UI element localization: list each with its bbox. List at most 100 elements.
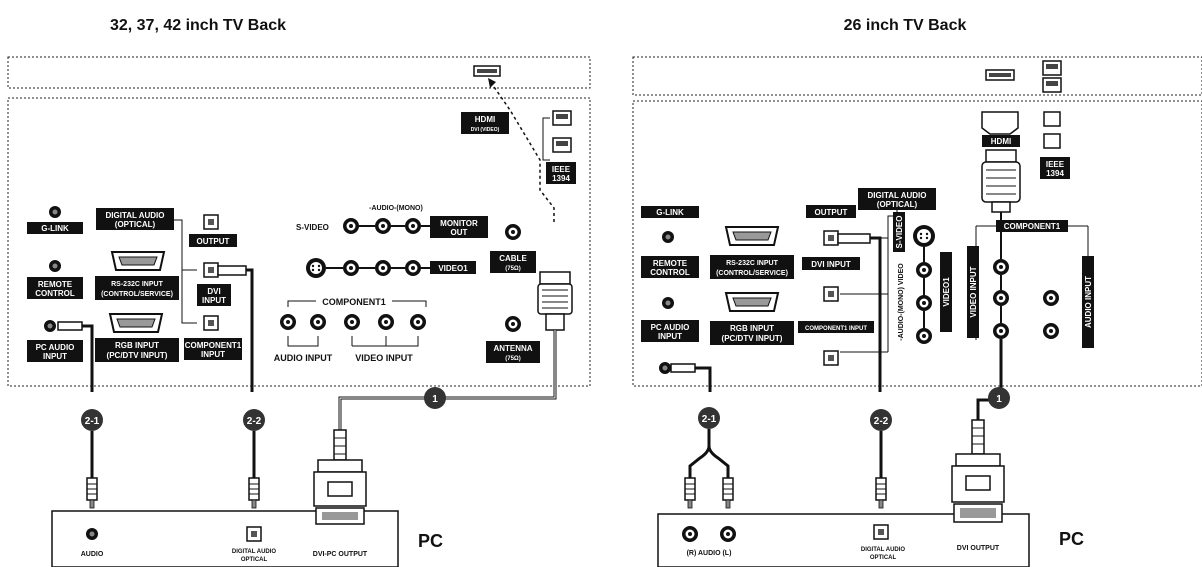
right-top-hdmi-port bbox=[985, 69, 1015, 81]
right-top-ieee-port-1 bbox=[1042, 60, 1062, 76]
right-video1-audio-l-jack bbox=[916, 295, 932, 311]
left-component-y-jack bbox=[410, 314, 426, 330]
left-optical-dvi-port bbox=[203, 262, 219, 278]
right-pc-audio-label: PC AUDIO bbox=[651, 323, 690, 332]
svg-text:(PC/DTV INPUT): (PC/DTV INPUT) bbox=[722, 334, 783, 343]
left-rgb-port bbox=[109, 313, 163, 333]
right-optical-component-port bbox=[823, 350, 839, 366]
left-component-pb-jack bbox=[378, 314, 394, 330]
right-optical-dvi-port bbox=[823, 286, 839, 302]
left-video1-audio-l-jack bbox=[375, 260, 391, 276]
left-pc-dvi-label: DVI-PC OUTPUT bbox=[313, 551, 368, 558]
left-hdmi-label: HDMI bbox=[475, 115, 495, 124]
left-dvi-input-label: DVI bbox=[207, 287, 220, 296]
right-component-audio-r-jack bbox=[1043, 323, 1059, 339]
right-rgb-port bbox=[725, 292, 779, 312]
svg-text:(CONTROL/SERVICE): (CONTROL/SERVICE) bbox=[101, 291, 173, 298]
right-audio-r-plug bbox=[684, 477, 696, 509]
left-optical-pc-plug bbox=[248, 477, 260, 509]
svg-text:INPUT: INPUT bbox=[202, 296, 226, 305]
right-title: 26 inch TV Back bbox=[844, 17, 967, 34]
right-audio-l-plug bbox=[722, 477, 734, 509]
right-pc-label: PC bbox=[1059, 529, 1084, 549]
svg-text:1394: 1394 bbox=[1046, 169, 1064, 178]
left-top-hdmi-port bbox=[473, 65, 501, 77]
left-optical-plug bbox=[217, 265, 247, 276]
left-title: 32, 37, 42 inch TV Back bbox=[110, 17, 286, 34]
left-svideo-label: S-VIDEO bbox=[296, 223, 329, 232]
right-optical-output-port bbox=[823, 230, 839, 246]
left-ieee1394-port-2 bbox=[552, 137, 572, 153]
left-audio-mono-header: -AUDIO-(MONO) bbox=[369, 205, 423, 212]
left-output-label: OUTPUT bbox=[197, 237, 230, 246]
left-component1-input-label: COMPONENT1 bbox=[185, 341, 242, 350]
right-hdmi-plug bbox=[981, 149, 1021, 213]
svg-text:(CONTROL/SERVICE): (CONTROL/SERVICE) bbox=[716, 270, 788, 277]
left-component-audio-l-jack bbox=[310, 314, 326, 330]
svg-text:OPTICAL: OPTICAL bbox=[870, 555, 897, 561]
svg-text:OUT: OUT bbox=[451, 228, 468, 237]
left-glink-label: G-LINK bbox=[41, 224, 69, 233]
right-component-audio-l-jack bbox=[1043, 290, 1059, 306]
right-optical-plug bbox=[837, 233, 871, 244]
left-component-audio-r-jack bbox=[280, 314, 296, 330]
svg-text:CONTROL: CONTROL bbox=[650, 268, 690, 277]
right-top-strip bbox=[632, 56, 1202, 96]
left-rs232-port bbox=[111, 251, 165, 271]
right-component-y-jack bbox=[993, 259, 1009, 275]
right-pc-optical-port bbox=[873, 524, 889, 540]
left-monitor-audio-l-jack bbox=[375, 218, 391, 234]
right-video1-audio-r-jack bbox=[916, 328, 932, 344]
right-hdmi-label: HDMI bbox=[991, 137, 1011, 146]
left-optical-component-port bbox=[203, 315, 219, 331]
right-pc-box bbox=[657, 513, 1030, 567]
left-component1-label: COMPONENT1 bbox=[322, 297, 386, 307]
right-svideo-port bbox=[913, 225, 935, 247]
left-top-strip bbox=[7, 56, 591, 89]
right-output-label: OUTPUT bbox=[815, 208, 848, 217]
svg-text:1394: 1394 bbox=[552, 174, 570, 183]
right-component-pr-jack bbox=[993, 323, 1009, 339]
right-pc-dvi-label: DVI OUTPUT bbox=[957, 545, 1000, 552]
left-video1-audio-r-jack bbox=[343, 260, 359, 276]
svg-text:1: 1 bbox=[996, 394, 1002, 405]
left-cable-label: CABLE bbox=[499, 254, 527, 263]
left-monitor-out-label: MONITOR bbox=[440, 219, 478, 228]
left-svideo-port bbox=[306, 258, 326, 278]
svg-text:(OPTICAL): (OPTICAL) bbox=[115, 220, 156, 229]
left-pc-label: PC bbox=[418, 531, 443, 551]
right-ieee-label: IEEE bbox=[1046, 160, 1065, 169]
right-remote-label: REMOTE bbox=[653, 259, 688, 268]
svg-text:INPUT: INPUT bbox=[658, 332, 682, 341]
right-optical-pc-plug bbox=[875, 477, 887, 509]
left-video1-video-jack bbox=[405, 260, 421, 276]
svg-text:INPUT: INPUT bbox=[201, 350, 225, 359]
right-ieee-port-1 bbox=[1043, 111, 1061, 127]
right-audio-input-label: AUDIO INPUT bbox=[1084, 276, 1093, 328]
right-video-input-label: VIDEO INPUT bbox=[969, 266, 978, 317]
left-pc-audio-label: PC AUDIO bbox=[36, 343, 75, 352]
svg-text:(PC/DTV INPUT): (PC/DTV INPUT) bbox=[107, 351, 168, 360]
right-glink-jack bbox=[662, 231, 674, 243]
right-glink-label: G-LINK bbox=[656, 208, 684, 217]
left-ieee1394-port-1 bbox=[552, 110, 572, 126]
left-remote-jack bbox=[49, 260, 61, 272]
right-rs232-label: RS-232C INPUT bbox=[726, 260, 778, 267]
svg-text:(OPTICAL): (OPTICAL) bbox=[877, 200, 918, 209]
left-remote-label: REMOTE bbox=[38, 280, 73, 289]
svg-text:INPUT: INPUT bbox=[43, 352, 67, 361]
svg-text:1: 1 bbox=[432, 394, 438, 405]
left-video-input-label: VIDEO INPUT bbox=[355, 353, 413, 363]
right-dvi-plug bbox=[951, 419, 1005, 523]
right-digital-audio-label: DIGITAL AUDIO bbox=[868, 191, 927, 200]
left-video1-label: VIDEO1 bbox=[438, 264, 468, 273]
right-dvi-input-label: DVI INPUT bbox=[811, 260, 851, 269]
right-video1-video-jack bbox=[916, 262, 932, 278]
left-antenna-port bbox=[505, 316, 521, 332]
left-pc-optical-label: DIGITAL AUDIO bbox=[232, 549, 277, 555]
left-optical-output-port bbox=[203, 214, 219, 230]
left-guide-arrow-icon bbox=[488, 78, 496, 88]
left-rgb-label: RGB INPUT bbox=[115, 341, 159, 350]
left-antenna-label: ANTENNA bbox=[493, 344, 532, 353]
left-ieee-label: IEEE bbox=[552, 165, 571, 174]
